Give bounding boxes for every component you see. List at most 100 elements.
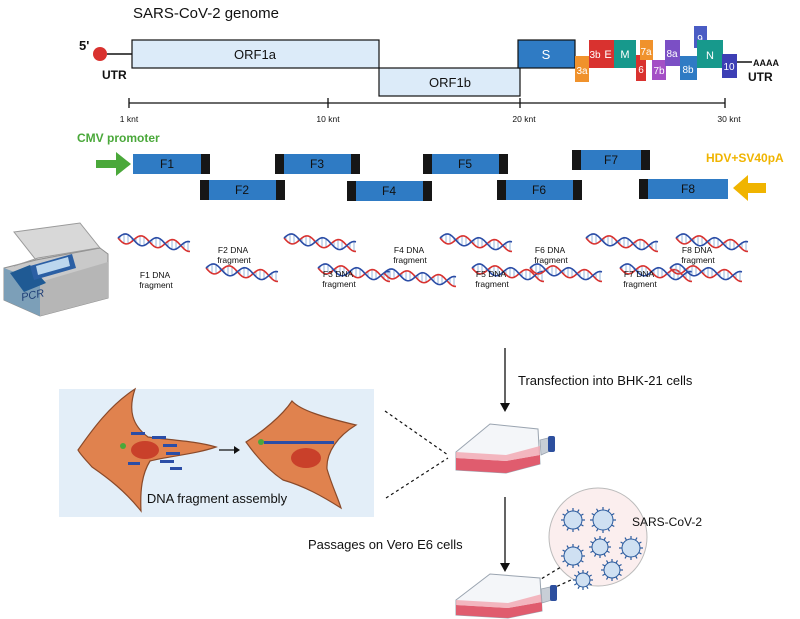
gene-orf1a-label: ORF1a <box>234 47 277 62</box>
assembled-dna-icon <box>264 441 334 444</box>
gene-10 <box>722 54 737 78</box>
dna-helix-icon <box>529 263 603 283</box>
gene-7b <box>652 60 666 80</box>
dna-helix-icon <box>317 263 391 283</box>
fragment-f2-label: F2 <box>235 183 249 197</box>
promoter-dot-after <box>258 439 264 445</box>
gene-n <box>697 40 723 68</box>
gene-s <box>517 39 576 69</box>
dna-label-f2: F2 DNA fragment <box>217 245 251 265</box>
virus-particles <box>561 507 643 590</box>
gene-m-label: M <box>620 49 629 61</box>
dna-label-f3: F3 DNA fragment <box>322 269 356 289</box>
dna-label-f7: F7 DNA fragment <box>623 269 657 289</box>
cmv-promoter-label: CMV promoter <box>77 131 160 145</box>
cap-icon <box>93 47 107 61</box>
fragment-f2: F2 <box>200 180 285 200</box>
dna-helix-icon <box>585 233 659 253</box>
gene-3b <box>589 40 602 68</box>
fragment-f7: F7 <box>572 150 650 170</box>
fragment-f8: F8 <box>639 179 728 199</box>
dna-helix-icon <box>283 233 357 253</box>
zoom-line-bottom <box>385 457 449 499</box>
fragment-f5: F5 <box>423 154 508 174</box>
gene-9-label: 9 <box>697 34 703 45</box>
fragment-f1: F1 <box>133 154 210 174</box>
virus-icon <box>589 536 611 558</box>
dna-label-f5: F5 DNA fragment <box>475 269 509 289</box>
dna-helix-icon <box>117 233 191 253</box>
arrow-passages-head-icon <box>500 563 510 572</box>
hdv-label: HDV+SV40pA <box>706 151 784 165</box>
culture-flask-1-icon <box>455 423 555 474</box>
gene-6-label: 6 <box>638 65 644 76</box>
gene-8a-label: 8a <box>666 49 678 60</box>
assembly-label: DNA fragment assembly <box>147 491 288 506</box>
fragment-f4: F4 <box>347 181 432 201</box>
virus-label: SARS-CoV-2 <box>632 515 702 529</box>
pcr-label: PCR <box>20 287 45 304</box>
scale-label-10: 10 knt <box>316 114 340 124</box>
gene-8b <box>680 56 697 80</box>
gene-6 <box>636 55 646 81</box>
scale-label-30: 30 knt <box>717 114 741 124</box>
dna-label-f1: F1 DNA fragment <box>139 270 173 290</box>
zoom-line-top <box>384 410 449 456</box>
fragment-f6: F6 <box>497 180 582 200</box>
gene-orf1a <box>131 39 380 69</box>
fragment-f6-label: F6 <box>532 183 546 197</box>
dna-label-f4: F4 DNA fragment <box>393 245 427 265</box>
gene-m <box>614 40 636 68</box>
virus-icon <box>619 536 643 560</box>
figure-title: SARS-CoV-2 genome <box>133 5 279 22</box>
polya-label: AAAA <box>753 58 779 68</box>
dna-fragments-scattered-icon <box>128 432 182 470</box>
passages-label: Passages on Vero E6 cells <box>308 537 463 552</box>
fragment-f8-label: F8 <box>681 182 695 196</box>
promoter-dot-before <box>120 443 126 449</box>
dna-helix-icon <box>669 263 743 283</box>
gene-3b-label: 3b <box>589 50 601 61</box>
fragment-f5-label: F5 <box>458 157 472 171</box>
virus-icon <box>601 559 623 581</box>
gene-3a-label: 3a <box>576 66 588 77</box>
gene-e-label: E <box>604 49 611 61</box>
utr-left-label: UTR <box>102 68 127 82</box>
gene-7b-label: 7b <box>653 66 665 77</box>
fragment-f3: F3 <box>275 154 360 174</box>
dna-helix-icon <box>439 233 513 253</box>
gene-s-label: S <box>542 47 551 62</box>
assembly-arrow-head-icon <box>234 446 240 454</box>
virus-icon <box>573 570 593 590</box>
gene-3a <box>575 56 589 82</box>
fragment-f7-label: F7 <box>604 153 618 167</box>
gene-7a-label: 7a <box>640 47 652 58</box>
virus-icon <box>590 507 616 533</box>
hdv-arrow-icon <box>733 175 766 201</box>
fragment-f3-label: F3 <box>310 157 324 171</box>
gene-orf1b-label: ORF1b <box>429 75 471 90</box>
dna-helix-icon <box>471 263 545 283</box>
virus-zoom-circle <box>548 487 648 587</box>
dna-helix-icon <box>675 233 749 253</box>
five-prime-label: 5' <box>79 38 89 53</box>
scale-label-20: 20 knt <box>512 114 536 124</box>
culture-flask-2-icon <box>455 573 557 619</box>
utr-right-label: UTR <box>748 70 773 84</box>
nucleus-before <box>131 441 159 459</box>
pcr-machine-icon <box>3 222 109 317</box>
virus-icon <box>561 508 585 532</box>
scale-label-1: 1 knt <box>120 114 139 124</box>
gene-e <box>602 40 614 68</box>
virus-icon <box>561 544 585 568</box>
fragment-f4-label: F4 <box>382 184 396 198</box>
gene-10-label: 10 <box>723 62 735 73</box>
dna-helix-icon <box>205 263 279 283</box>
fragment-f1-label: F1 <box>160 157 174 171</box>
transfection-label: Transfection into BHK-21 cells <box>518 373 693 388</box>
gene-8b-label: 8b <box>682 65 694 76</box>
dna-helix-icon <box>383 268 457 288</box>
gene-orf1b <box>378 67 521 97</box>
gene-8a <box>665 40 680 66</box>
